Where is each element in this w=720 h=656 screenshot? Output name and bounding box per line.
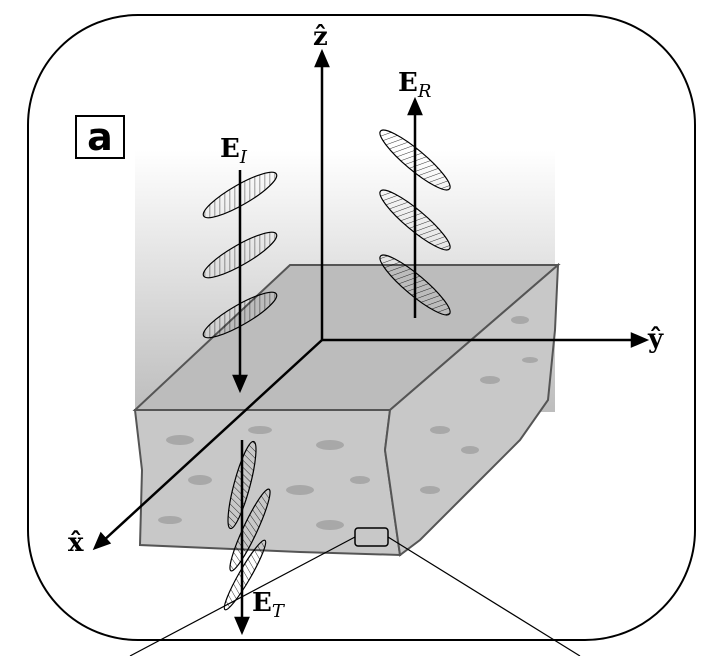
field-arrows	[232, 96, 423, 636]
z-axis-label: ẑ	[313, 22, 328, 52]
frame	[27, 14, 696, 641]
field-symbol: E	[252, 588, 272, 618]
field-symbol: E	[398, 68, 418, 98]
slab-texture	[158, 316, 538, 530]
x-axis-label: x̂	[68, 528, 84, 558]
incident-field-label: EI	[220, 136, 247, 167]
zoom-line-right	[387, 536, 581, 656]
field-subscript: R	[417, 81, 432, 103]
y-axis-label: ŷ	[648, 324, 664, 354]
axes	[92, 48, 650, 551]
field-subscript: I	[239, 147, 247, 169]
field-symbol: E	[220, 134, 240, 164]
reflected-field-label: ER	[398, 70, 431, 101]
panel-label: a	[75, 115, 125, 159]
transmitted-field-label: ET	[252, 590, 284, 621]
field-subscript: T	[271, 601, 284, 623]
slab-side	[383, 262, 560, 557]
